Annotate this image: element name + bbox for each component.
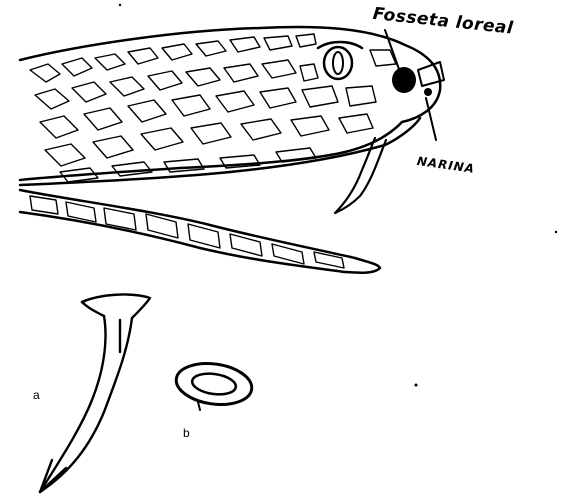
jaw-scales: [30, 196, 344, 268]
mouth-fang: [335, 138, 386, 213]
fang-cross-section-drawing: [174, 359, 255, 410]
stray-marks: [119, 4, 557, 387]
fang-label: a: [33, 388, 40, 402]
fang-section-label: b: [183, 426, 190, 440]
fang-drawing: [40, 295, 150, 492]
